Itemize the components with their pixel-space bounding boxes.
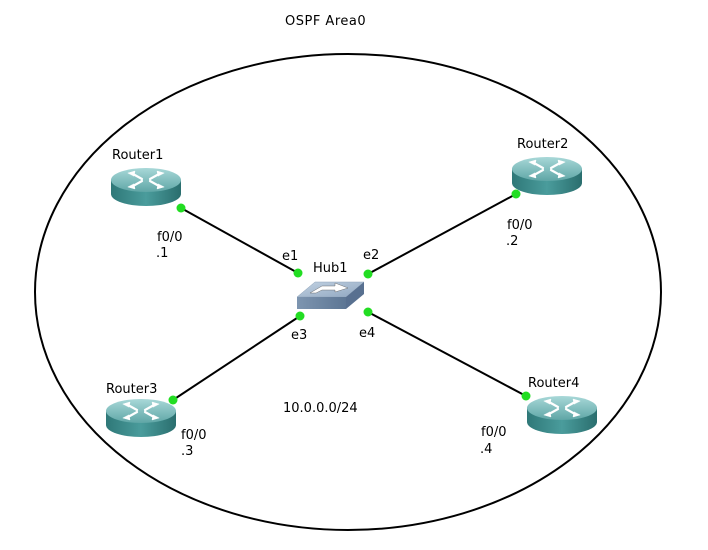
area-title: OSPF Area0 (285, 14, 366, 29)
router1[interactable]: Router1 (109, 148, 183, 208)
hub-port-e4: e4 (359, 326, 375, 341)
port-dot-router2 (511, 189, 521, 199)
router3-interface: f0/0 (181, 428, 207, 443)
port-dot-hub-e2 (363, 269, 373, 279)
router4-ip-suffix: .4 (480, 442, 492, 457)
router-label: Router1 (112, 148, 163, 163)
link-router2-hub[interactable] (367, 193, 517, 275)
router3-ip-suffix: .3 (181, 444, 193, 459)
router-label: Router3 (106, 382, 157, 397)
ospf-area-boundary (34, 53, 662, 531)
port-dot-router4 (521, 391, 531, 401)
router2-ip-suffix: .2 (506, 234, 518, 249)
port-dot-router1 (176, 203, 186, 213)
hub1[interactable]: Hub1 (296, 261, 365, 309)
hub-port-e3: e3 (291, 328, 307, 343)
port-dot-hub-e1 (293, 268, 303, 278)
hub-icon (296, 281, 365, 309)
port-dot-router3 (168, 395, 178, 405)
router-icon (510, 155, 584, 197)
hub-port-e1: e1 (282, 249, 298, 264)
link-router3-hub[interactable] (172, 315, 301, 401)
router3[interactable]: Router3 (104, 382, 178, 439)
hub-label: Hub1 (313, 261, 348, 276)
port-dot-hub-e4 (363, 307, 373, 317)
router-label: Router4 (528, 376, 579, 391)
port-dots (168, 189, 531, 405)
router2[interactable]: Router2 (510, 137, 584, 197)
links (172, 193, 527, 401)
link-router1-hub[interactable] (180, 207, 299, 274)
router-icon (104, 397, 178, 439)
network-label: 10.0.0.0/24 (283, 401, 358, 416)
router-icon (525, 394, 599, 436)
router-icon (109, 166, 183, 208)
router4[interactable]: Router4 (525, 376, 599, 436)
router1-ip-suffix: .1 (156, 246, 168, 261)
port-dot-hub-e3 (295, 311, 305, 321)
hub-port-e2: e2 (363, 248, 379, 263)
link-router4-hub[interactable] (367, 311, 527, 397)
router2-interface: f0/0 (507, 218, 533, 233)
router1-interface: f0/0 (157, 230, 183, 245)
router-label: Router2 (517, 137, 568, 152)
router4-interface: f0/0 (481, 425, 507, 440)
